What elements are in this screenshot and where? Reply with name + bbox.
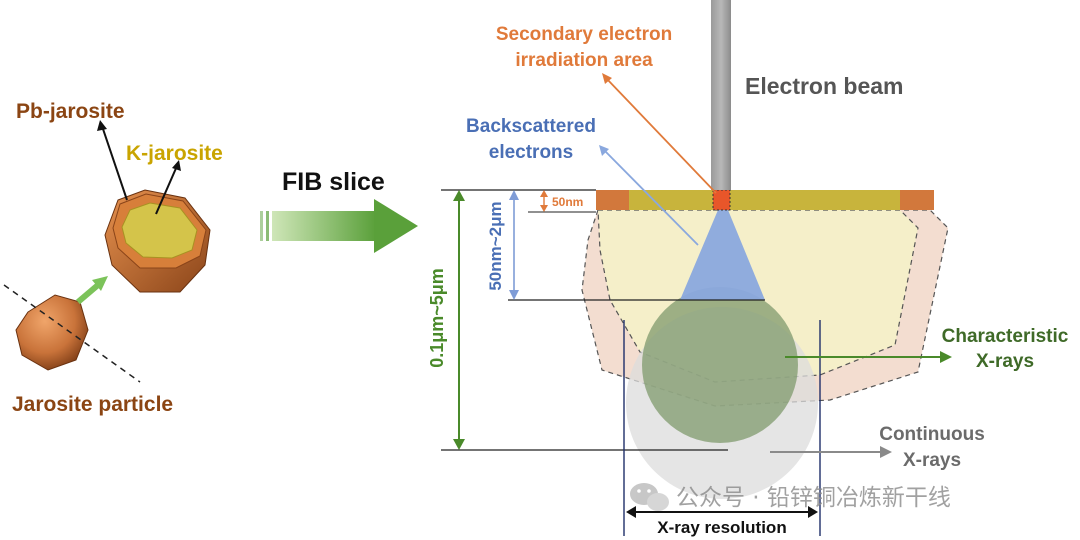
jarosite-particle-label: Jarosite particle [12,393,173,416]
k-pointer [155,165,178,215]
depth-arrow-blue [509,190,519,300]
pb-layer-left [596,190,629,210]
pb-jarosite-label: Pb-jarosite [16,100,125,123]
wechat-icon [630,483,669,511]
pb-pointer [101,125,128,201]
resolution-arrow [626,506,818,518]
xray-resolution-label: X-ray resolution [657,518,786,537]
watermark-text: 公众号 · 铅锌铜冶炼新干线 [676,485,951,511]
continuous-arrow [770,446,892,458]
depth-label-blue: 50nm~2μm [486,201,505,290]
backscattered-pointer [603,149,699,246]
continuous-label-line2: X-rays [903,450,961,471]
secondary-label-line2: irradiation area [515,50,653,71]
depth-arrow-green [453,190,465,450]
sliced-particle [104,189,211,293]
electron-beam-label: Electron beam [745,73,904,99]
fib-slice-label: FIB slice [282,168,385,196]
green-arrow-small [76,276,108,305]
fib-arrow [260,199,418,253]
electron-beam [711,0,731,190]
interaction-volume [581,209,949,499]
k-jarosite-label: K-jarosite [126,142,223,165]
pb-layer-right [900,190,934,210]
backscattered-label-line1: Backscattered [466,116,596,137]
k-jarosite-layer [596,190,934,210]
secondary-label-line1: Secondary electron [496,24,672,45]
cut-dashed-line [3,284,141,383]
jarosite-particle [15,294,89,371]
thickness-arrow [540,190,548,212]
depth-label-green: 0.1μm~5μm [427,268,447,368]
characteristic-label-line1: Characteristic [942,326,1069,347]
thickness-label: 50nm [552,195,583,209]
backscattered-label-line2: electrons [489,142,573,163]
secondary-pointer [605,77,717,194]
continuous-label-line1: Continuous [879,424,985,445]
characteristic-label-line2: X-rays [976,351,1034,372]
characteristic-arrow [785,351,952,363]
